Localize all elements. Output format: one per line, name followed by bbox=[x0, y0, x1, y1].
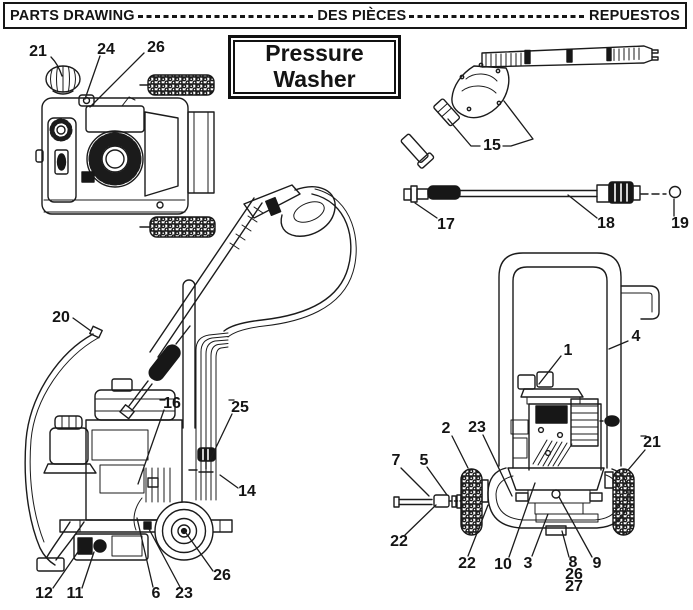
header-dashes-left bbox=[137, 15, 315, 18]
header-dashes-right bbox=[409, 15, 587, 18]
engine-top-view-drawing bbox=[35, 65, 216, 238]
wand-drawing bbox=[403, 181, 682, 204]
callout-leader-lines bbox=[50, 52, 675, 589]
header-right-label: REPUESTOS bbox=[589, 7, 681, 24]
title-line-1: Pressure bbox=[265, 40, 364, 67]
header-left-label: PARTS DRAWING bbox=[10, 7, 135, 24]
title-box: Pressure Washer bbox=[228, 35, 401, 99]
header-middle-label: DES PIÈCES bbox=[317, 7, 407, 24]
cart-front-view-drawing bbox=[393, 252, 660, 536]
parts-drawing-header: PARTS DRAWING DES PIÈCES REPUESTOS bbox=[3, 2, 687, 29]
title-line-2: Washer bbox=[273, 66, 356, 92]
title-box-inner: Pressure Washer bbox=[233, 40, 396, 94]
cart-side-view-drawing bbox=[24, 184, 357, 572]
spray-gun-drawing bbox=[400, 45, 659, 169]
